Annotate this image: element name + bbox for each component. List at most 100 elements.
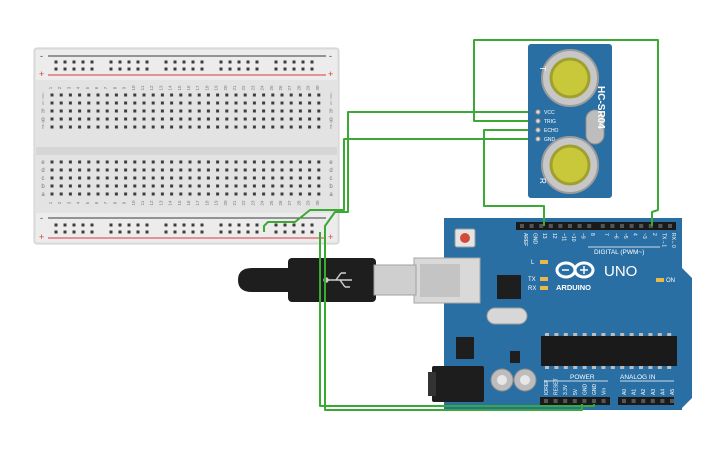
mcu-pin — [629, 366, 634, 369]
terminal-hole — [317, 168, 321, 172]
column-label: 7 — [103, 86, 108, 89]
terminal-hole — [216, 192, 220, 196]
column-label: 29 — [306, 200, 311, 206]
header-pin — [592, 399, 596, 403]
terminal-hole — [179, 109, 183, 113]
digital-pin-label: ~3 — [641, 233, 647, 239]
terminal-hole — [50, 93, 54, 97]
analog-pin-label: A3 — [651, 389, 657, 395]
terminal-hole — [179, 101, 183, 105]
terminal-hole — [96, 184, 100, 188]
row-label: f — [42, 125, 44, 131]
terminal-hole — [243, 93, 247, 97]
terminal-hole — [225, 125, 229, 129]
rail-hole — [81, 230, 85, 234]
arduino-brand-label: ARDUINO — [556, 283, 591, 292]
wire-echo-to-pin13 — [483, 129, 545, 226]
terminal-hole — [225, 184, 229, 188]
terminal-hole — [142, 117, 146, 121]
terminal-hole — [252, 117, 256, 121]
terminal-hole — [317, 93, 321, 97]
row-label: c — [42, 176, 45, 182]
terminal-hole — [262, 176, 266, 180]
terminal-hole — [160, 168, 164, 172]
terminal-hole — [87, 192, 91, 196]
terminal-hole — [59, 168, 63, 172]
terminal-hole — [151, 184, 155, 188]
terminal-hole — [59, 184, 63, 188]
terminal-hole — [179, 117, 183, 121]
rail-hole — [228, 223, 232, 227]
analog-pin-label: A4 — [660, 389, 666, 395]
rail-hole — [127, 60, 131, 64]
terminal-hole — [252, 184, 256, 188]
terminal-hole — [160, 184, 164, 188]
rail-hole — [274, 67, 278, 71]
terminal-hole — [252, 125, 256, 129]
terminal-hole — [206, 101, 210, 105]
row-label: i — [330, 101, 331, 107]
mcu-pin — [610, 333, 615, 336]
rail-hole — [63, 67, 67, 71]
top-rail-holes — [54, 60, 314, 71]
column-label: 16 — [186, 200, 191, 206]
rail-hole — [237, 60, 241, 64]
column-label: 22 — [241, 85, 246, 91]
terminal-hole — [234, 101, 238, 105]
sensor-pin — [535, 136, 541, 142]
terminal-hole — [124, 184, 128, 188]
terminal-hole — [262, 93, 266, 97]
terminal-hole — [151, 176, 155, 180]
terminal-hole — [87, 109, 91, 113]
sensor-pin — [535, 118, 541, 124]
terminal-hole — [298, 93, 302, 97]
rail-hole — [274, 230, 278, 234]
terminal-hole — [271, 192, 275, 196]
column-label: 21 — [232, 200, 237, 206]
mcu-pin — [657, 366, 662, 369]
row-label: j — [41, 93, 43, 99]
rail-hole — [54, 230, 58, 234]
rail-hole — [274, 223, 278, 227]
terminal-hole — [317, 101, 321, 105]
terminal-hole — [114, 176, 118, 180]
microcontroller-chip — [541, 336, 677, 366]
row-label: i — [42, 101, 43, 107]
terminal-hole — [114, 168, 118, 172]
led-l — [540, 260, 548, 264]
terminal-hole — [317, 160, 321, 164]
header-pin — [529, 224, 534, 228]
rail-hole — [118, 223, 122, 227]
row-label: d — [41, 168, 44, 174]
led-rx — [540, 286, 548, 290]
terminal-hole — [225, 168, 229, 172]
terminal-hole — [78, 160, 82, 164]
row-label: b — [41, 184, 45, 190]
terminal-hole — [50, 117, 54, 121]
rail-hole — [310, 223, 314, 227]
header-pin — [544, 399, 548, 403]
column-label: 23 — [250, 85, 255, 91]
terminal-hole — [317, 184, 321, 188]
terminal-hole — [78, 184, 82, 188]
mcu-pin — [554, 366, 559, 369]
terminal-hole — [206, 184, 210, 188]
top-rail-minus-label: - — [40, 51, 43, 61]
rail-hole — [164, 60, 168, 64]
wire-gnd-to-gnd — [263, 138, 528, 232]
terminal-hole — [298, 184, 302, 188]
terminal-hole — [280, 184, 284, 188]
terminal-hole — [271, 176, 275, 180]
digital-pin-label: RX←0 — [670, 233, 676, 248]
terminal-hole — [206, 125, 210, 129]
power-header-label: POWER — [570, 374, 595, 381]
terminal-hole — [317, 117, 321, 121]
rail-hole — [72, 223, 76, 227]
column-label: 5 — [85, 86, 90, 89]
terminal-hole — [105, 109, 109, 113]
row-label: h — [41, 109, 44, 115]
terminal-hole — [114, 192, 118, 196]
terminal-hole — [262, 109, 266, 113]
terminal-hole — [289, 176, 293, 180]
